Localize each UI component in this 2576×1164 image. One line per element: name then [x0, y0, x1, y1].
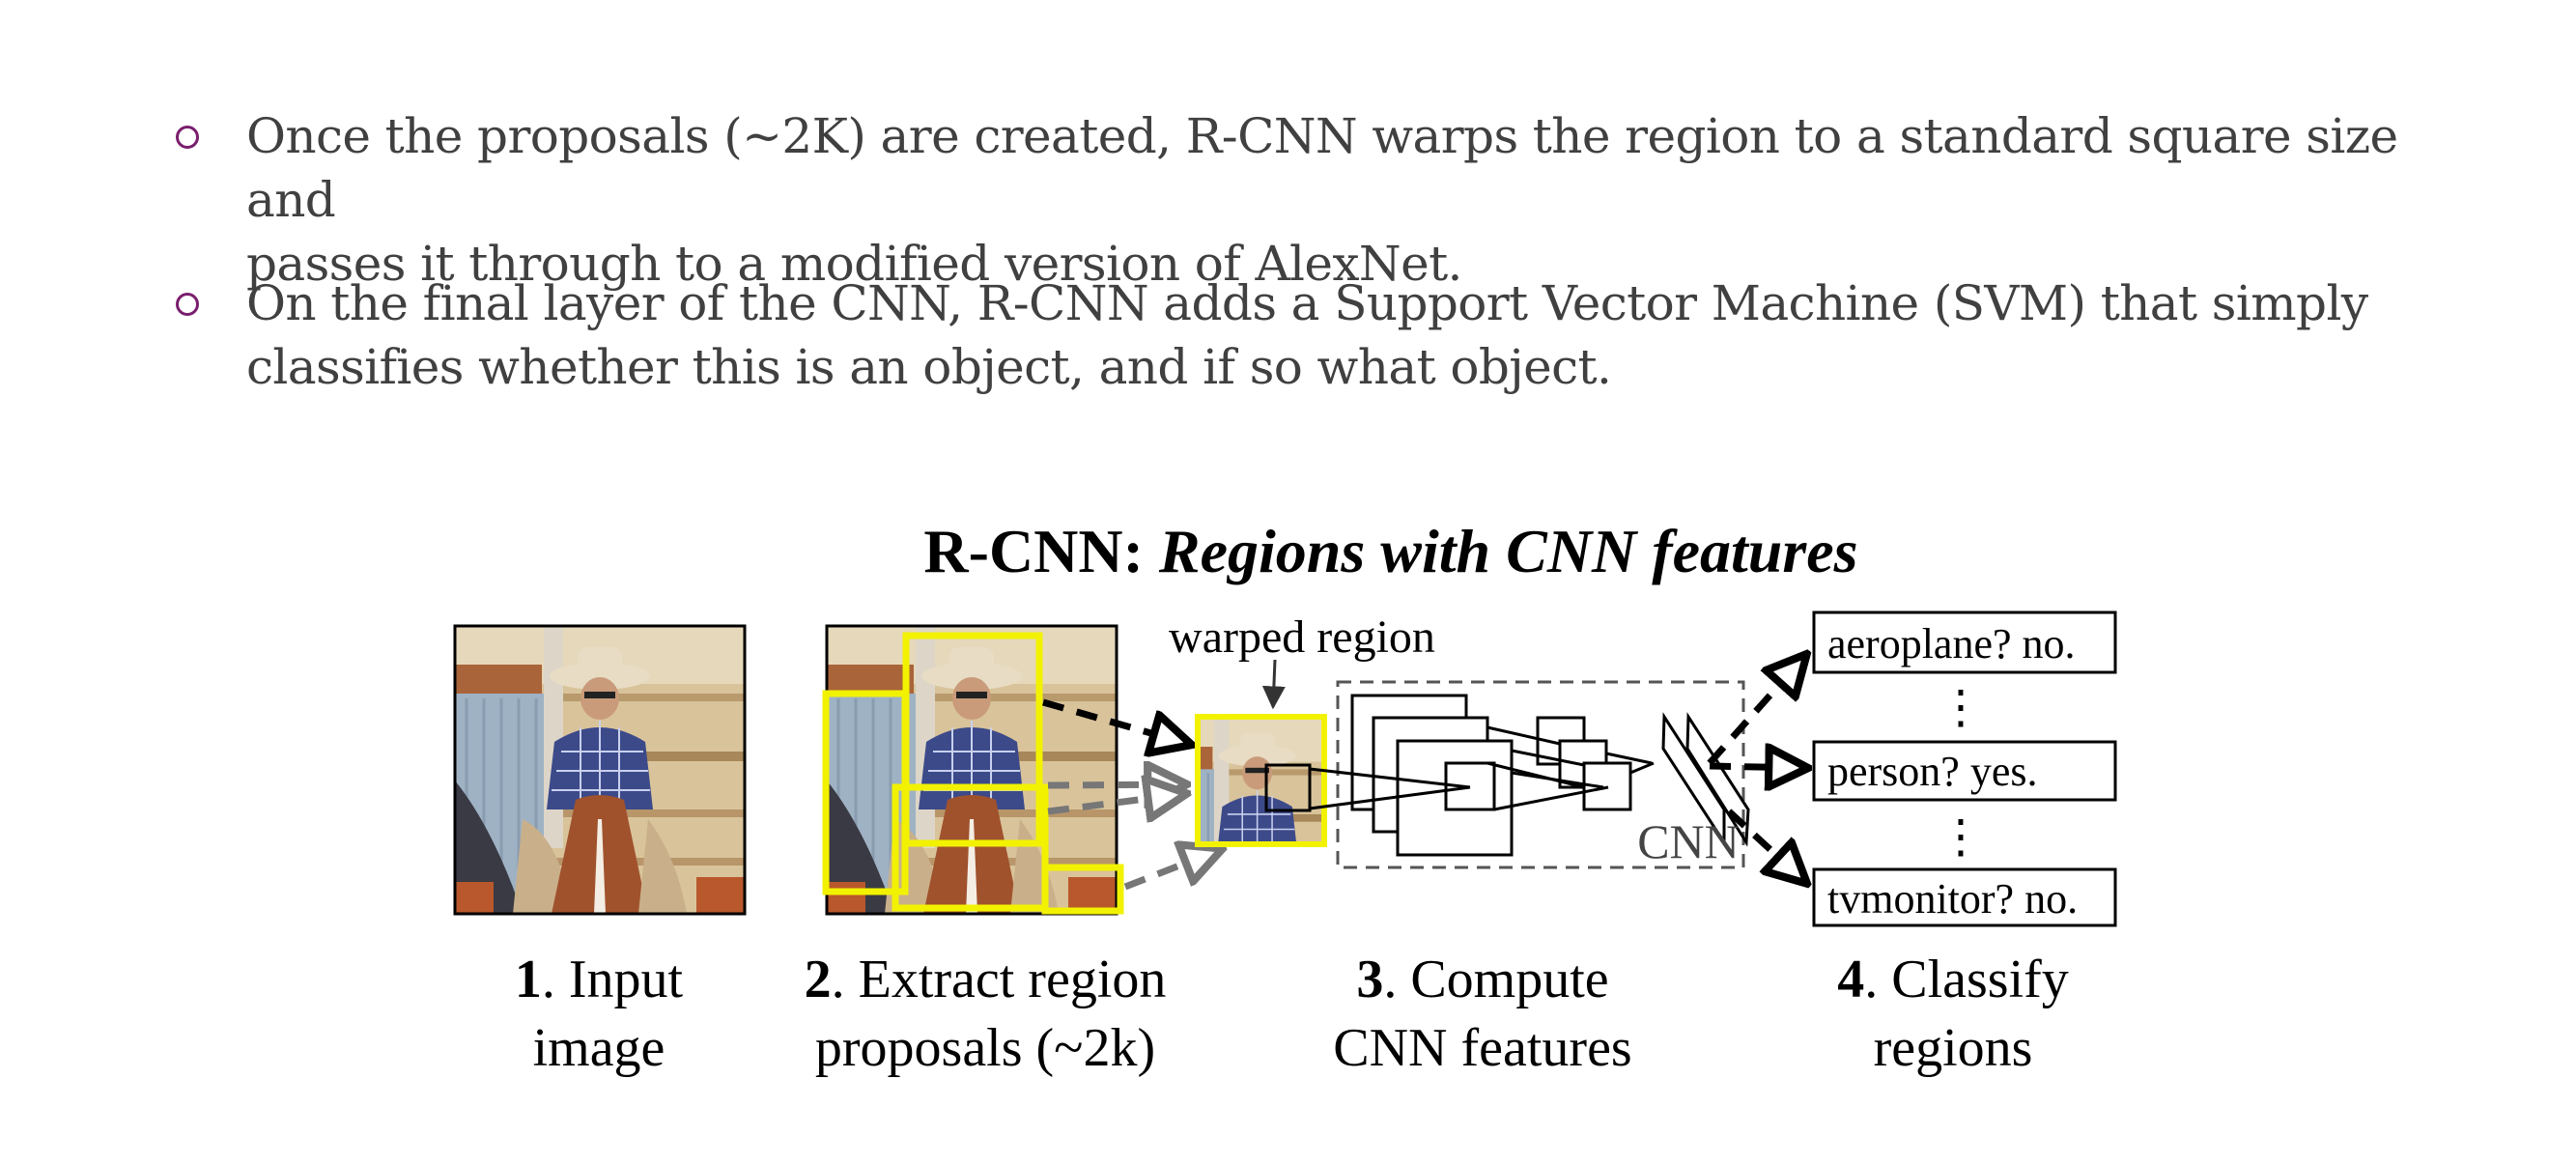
step-4-line1: 4. Classify	[1837, 950, 2069, 1009]
hollow-circle-bullet-icon	[176, 293, 199, 316]
ellipsis-icon: ⋮	[1938, 682, 1984, 733]
proposal-to-warp-arrows	[1042, 698, 1219, 891]
hollow-circle-bullet-icon	[176, 126, 199, 149]
step-3-line2: CNN features	[1333, 1018, 1631, 1078]
warped-region-label: warped region	[1169, 611, 1435, 663]
proposal-boxes	[822, 632, 1124, 915]
classification-results: aeroplane? no. ⋮ person? yes. ⋮ tvmonito…	[1812, 610, 2117, 927]
proposal-box-horse	[892, 783, 1049, 912]
warped-region-arrow	[1261, 659, 1286, 710]
bullet-line: passes it through to a modified version …	[246, 236, 1462, 292]
step-1-line2: image	[533, 1018, 665, 1078]
classifier-arrows	[1707, 657, 1804, 881]
class-box-tvmonitor	[1812, 867, 2117, 927]
cnn-label: CNN	[1637, 814, 1740, 868]
step-3-line1: 3. Compute	[1356, 950, 1608, 1009]
bullet-item: Once the proposals (~2K) are created, R-…	[176, 104, 2497, 296]
input-image	[453, 624, 747, 916]
class-label-aeroplane: aeroplane? no.	[1827, 620, 2076, 667]
figure-title: R-CNN: Regions with CNN features	[923, 517, 1857, 585]
ellipsis-icon: ⋮	[1938, 811, 1984, 863]
class-label-tvmonitor: tvmonitor? no.	[1827, 875, 2078, 923]
step-2-line2: proposals (~2k)	[815, 1018, 1155, 1078]
class-label-person: person? yes.	[1827, 748, 2038, 795]
bullet-line: Once the proposals (~2K) are created, R-…	[246, 108, 2398, 228]
bullet-item: On the final layer of the CNN, R-CNN add…	[176, 271, 2497, 399]
proposal-box-small	[1041, 864, 1124, 915]
class-box-person	[1812, 740, 2117, 802]
step-labels: 1. Input image 2. Extract region proposa…	[515, 950, 2069, 1078]
region-proposals-image	[822, 624, 1124, 916]
class-box-aeroplane	[1812, 610, 2117, 674]
cnn-block: CNN	[1309, 680, 1750, 869]
warped-region-image	[1195, 714, 1327, 847]
step-2-line1: 2. Extract region	[805, 950, 1167, 1009]
bullet-line: classifies whether this is an object, an…	[246, 339, 1612, 395]
proposal-box-fence	[822, 690, 909, 895]
figure-title-italic: Regions with CNN features	[1158, 517, 1858, 585]
step-1-line1: 1. Input	[515, 950, 684, 1009]
figure-title-bold: R-CNN:	[923, 517, 1144, 585]
step-4-line2: regions	[1874, 1018, 2033, 1078]
bullet-line: On the final layer of the CNN, R-CNN add…	[246, 275, 2368, 331]
